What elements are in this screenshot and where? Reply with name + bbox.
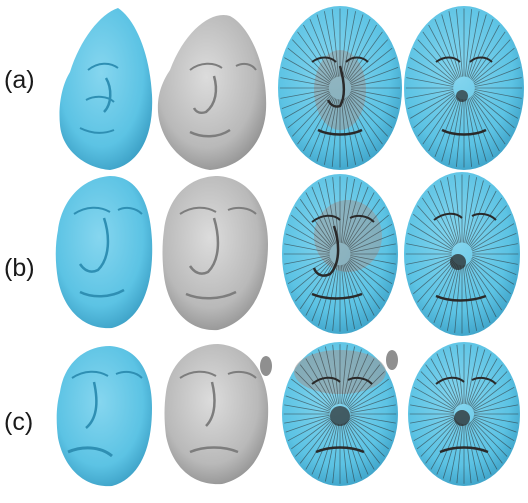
face-c-2-gray-model — [165, 344, 273, 484]
face-a-2-gray-model — [158, 15, 266, 170]
face-a-1-blue-partial — [59, 8, 152, 170]
face-b-1-blue-partial — [56, 176, 152, 328]
face-b-2-gray-model — [163, 176, 269, 330]
face-c-1-blue-partial — [57, 346, 152, 486]
